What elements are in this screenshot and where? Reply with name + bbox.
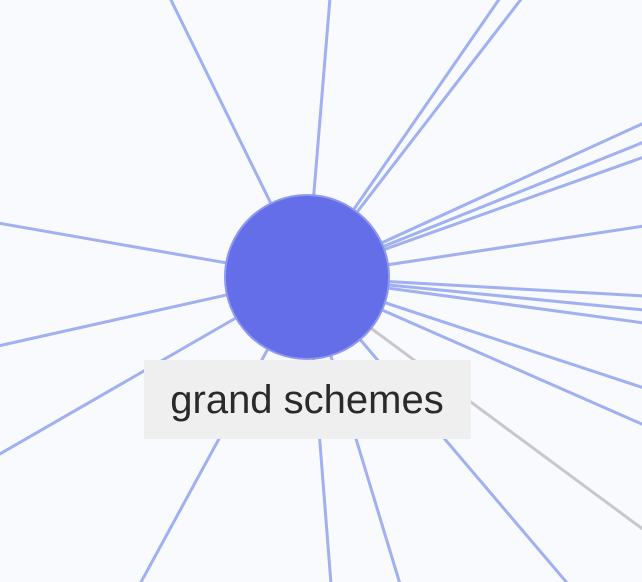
node-label-background xyxy=(144,360,471,439)
focus-node[interactable] xyxy=(224,194,390,360)
node-label: grand schemes xyxy=(144,360,471,439)
node-label-text: grand schemes xyxy=(170,378,443,422)
